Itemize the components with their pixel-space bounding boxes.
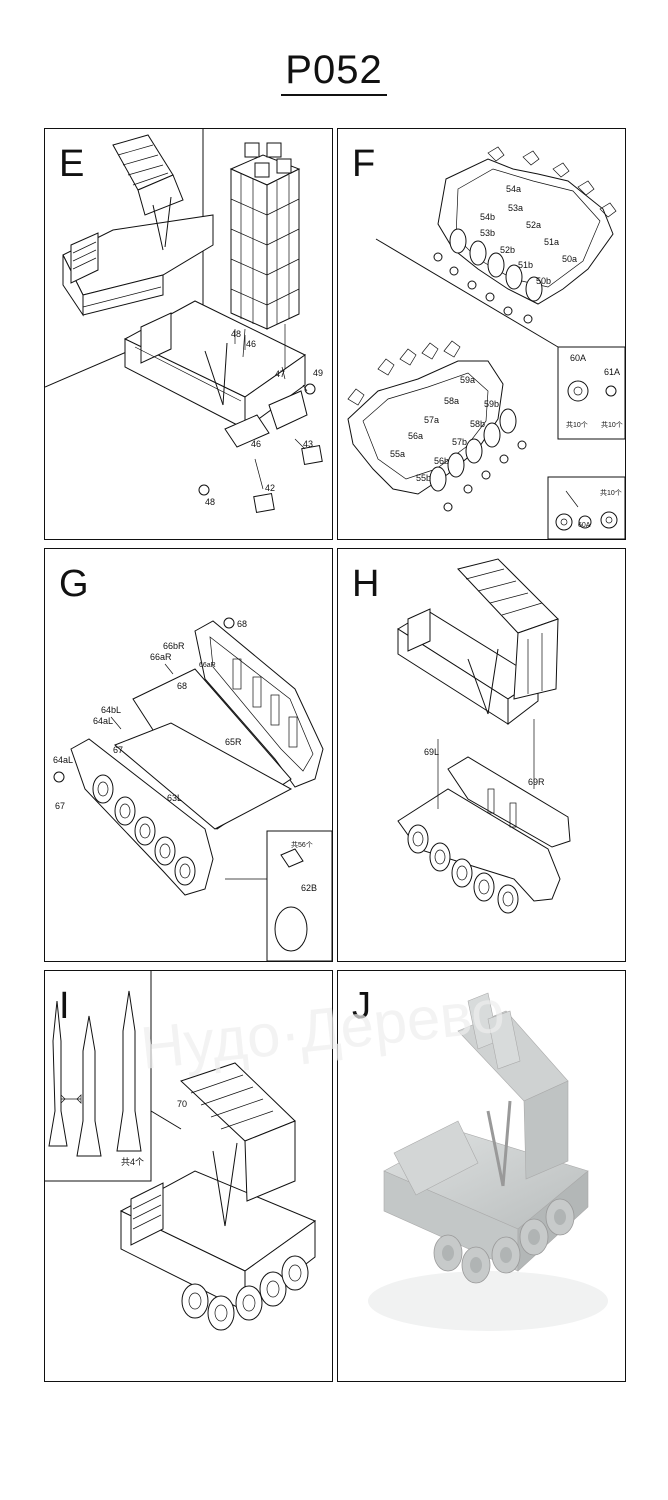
panel-g-diagram: 共56个 62B 68 66bR 66aR 66aR 68 64bL 64aL … [53,617,332,961]
part-label-53a: 53a [508,203,523,213]
part-label-60A-small: 60A [578,522,591,529]
panel-g: G [44,548,333,962]
part-label-66bR: 66bR [163,641,185,651]
panel-h: H [337,548,626,962]
part-label-59a: 59a [460,375,475,385]
panel-letter: H [352,563,380,605]
part-label-55a: 55a [390,449,405,459]
part-label-67-washer: 67 [55,801,65,811]
panel-letter: E [59,143,85,185]
count-label-62B: 共56个 [291,840,313,849]
count-label-61A: 共10个 [601,420,623,429]
wheel-set-upper [433,228,543,324]
part-label-68: 68 [177,681,187,691]
part-label-60A: 60A [570,353,586,363]
part-60A [567,380,589,402]
part-label-65R: 65R [225,737,242,747]
washer-68 [223,617,235,629]
part-label-62B: 62B [301,883,317,893]
part-label-53b: 53b [480,228,495,238]
part-label-59b: 59b [484,399,499,409]
part-label-69L: 69L [424,747,439,757]
finished-model-render [368,992,608,1331]
launcher-column [229,142,301,330]
part-label-66aR-track: 66aR [199,662,216,669]
part-label-52a: 52a [526,220,541,230]
part-label-58a: 58a [444,396,459,406]
panel-letter: F [352,143,376,185]
chassis-frame [123,300,308,448]
part-label-70: 70 [177,1099,187,1109]
washer-49 [304,383,316,395]
panel-i-diagram: 共4个 70 [45,971,317,1331]
page-title: P052 [0,48,668,96]
panel-letter: I [59,985,70,1027]
part-label-47: 47 [275,369,285,379]
part-label-69R: 69R [528,777,545,787]
part-label-54a: 54a [506,184,521,194]
track-right [194,620,324,788]
part-label-56a: 56a [408,431,423,441]
part-61A [605,385,617,397]
part-label-46: 46 [246,339,256,349]
count-label-rockets: 共4个 [121,1157,144,1167]
part-label-68-washer: 68 [237,619,247,629]
panel-f: F [337,128,626,540]
panel-e: E [44,128,333,540]
part-label-66aR: 66aR [150,652,172,662]
wheel-set-lower [429,408,527,512]
part-43 [301,444,323,466]
plate-63L [114,722,293,830]
panel-j: J [337,970,626,1382]
track-left [70,738,214,896]
panel-f-diagram: 54a 53a 54b 53b 52a 51a 52b 51b 50a 50b … [347,146,625,539]
count-label-60A: 共10个 [566,420,588,429]
part-label-58b: 58b [470,419,485,429]
part-label-54b: 54b [480,212,495,222]
part-label-42: 42 [265,483,275,493]
lower-chassis-tracks [397,756,571,914]
part-label-51a: 51a [544,237,559,247]
part-42 [253,492,275,514]
washer-67 [53,771,65,783]
panel-e-diagram: 48 46 46 47 49 43 48 42 [45,129,323,514]
part-label-56b: 56b [434,456,449,466]
part-label-50b: 50b [536,276,551,286]
panel-i: I 共4个 [44,970,333,1382]
part-label-63L: 63L [167,793,182,803]
upper-body-assembly [397,558,559,726]
part-label-49: 49 [313,368,323,378]
part-label-57b: 57b [452,437,467,447]
part-label-51b: 51b [518,260,533,270]
part-label-52b: 52b [500,245,515,255]
part-label-61A: 61A [604,367,620,377]
part-label-57a: 57a [424,415,439,425]
part-label-55b: 55b [416,473,431,483]
assembled-vehicle-thumbnail [62,134,214,317]
panel-h-diagram: 69L 69R [397,558,571,914]
rocket-parts [48,990,142,1157]
part-label-67: 67 [113,745,123,755]
part-label-43: 43 [303,439,313,449]
vehicle-with-launcher [119,1062,317,1331]
part-label-48-lower: 48 [205,497,215,507]
count-label-assembly: 共10个 [600,488,622,497]
washer-48 [198,484,210,496]
part-label-64aL: 64aL [93,716,113,726]
part-label-50a: 50a [562,254,577,264]
part-label-64aL-lower: 64aL [53,755,73,765]
panel-letter: J [352,985,371,1027]
panel-letter: G [59,563,89,605]
part-label-46-lower: 46 [251,439,261,449]
part-label-64bL: 64bL [101,705,121,715]
part-label-48: 48 [231,329,241,339]
